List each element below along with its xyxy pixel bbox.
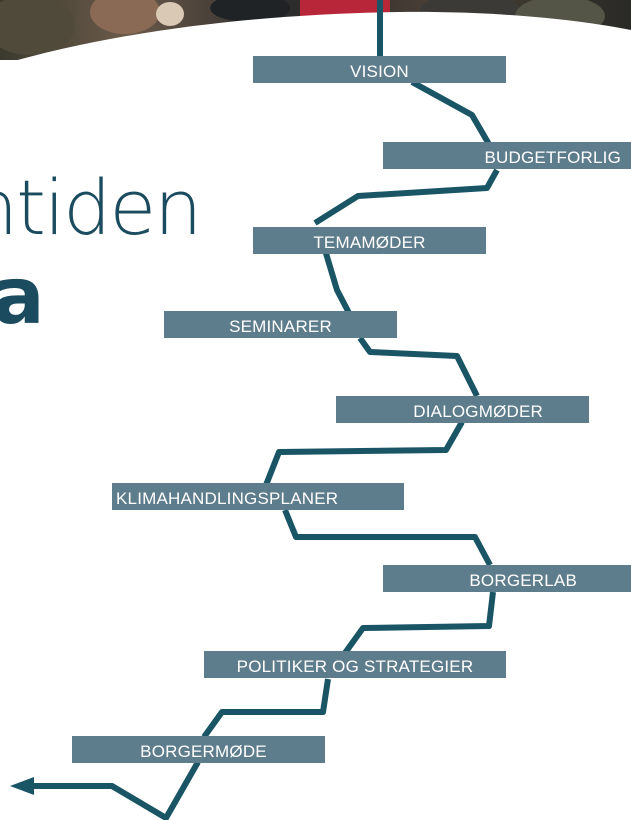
path-line <box>322 249 352 315</box>
path-line <box>30 760 201 820</box>
step-klimahandlingsplaner: KLIMAHANDLINGSPLANER <box>112 483 404 510</box>
path-line <box>342 591 496 655</box>
step-temamoder: TEMAMØDER <box>253 227 486 254</box>
step-vision: VISION <box>253 56 506 83</box>
path-line <box>263 420 465 487</box>
step-politiker-og-strategier: POLITIKER OG STRATEGIER <box>204 651 506 678</box>
step-budgetforlig: BUDGETFORLIG <box>383 142 631 169</box>
path-line <box>313 168 500 226</box>
step-borgerlab: BORGERLAB <box>383 565 631 592</box>
path-line <box>357 336 480 398</box>
page-subtitle: a <box>0 252 45 342</box>
step-dialogmoder: DIALOGMØDER <box>336 396 589 423</box>
page-title: ntiden <box>0 163 202 252</box>
path-line <box>282 508 493 567</box>
arrow-head-icon <box>10 777 34 795</box>
step-seminarer: SEMINARER <box>164 311 397 338</box>
path-line <box>201 678 331 739</box>
step-borgermode: BORGERMØDE <box>72 736 325 763</box>
